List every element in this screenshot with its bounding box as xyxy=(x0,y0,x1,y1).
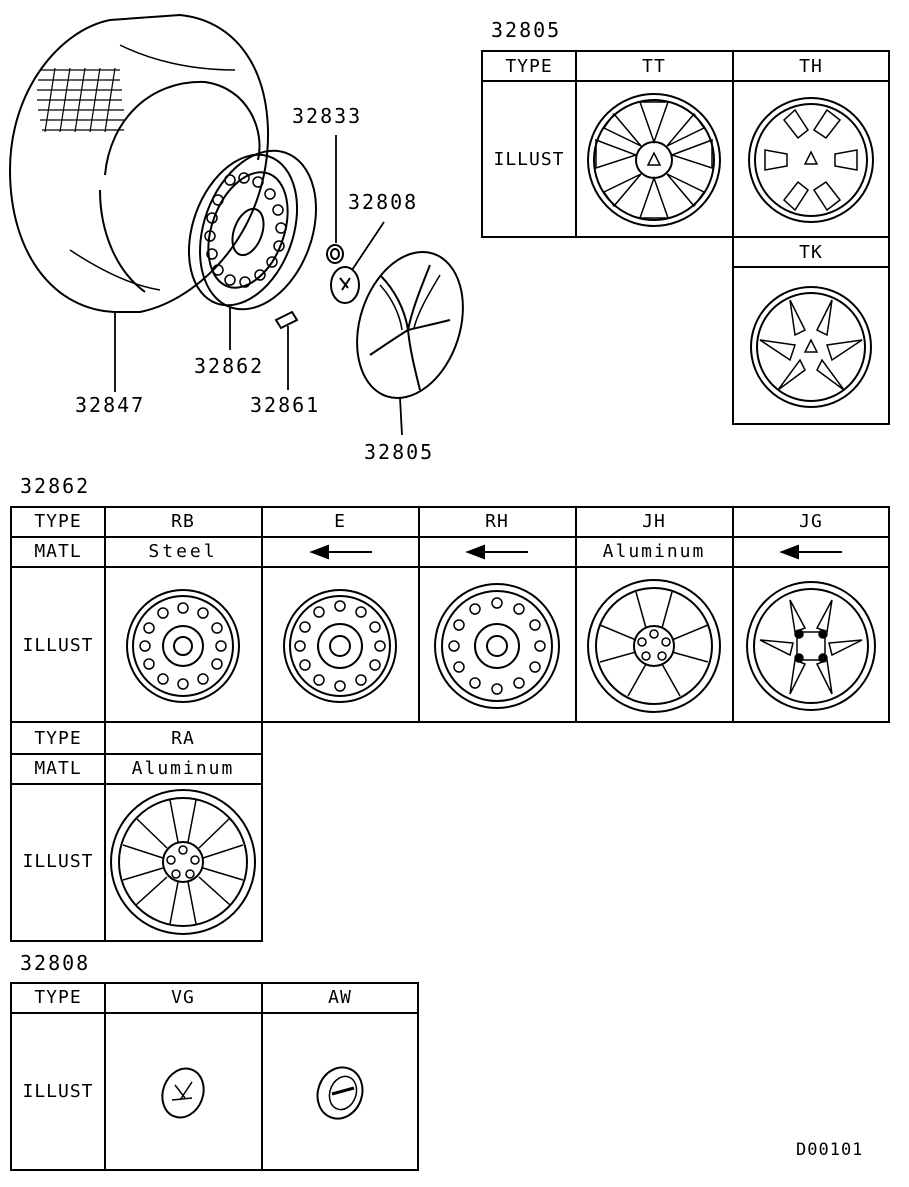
callout-32847: 32847 xyxy=(75,393,146,417)
table-32862-matl-header: MATL xyxy=(34,541,82,562)
table-32862-type-rh: RH xyxy=(485,511,509,532)
wheel-cover-tk xyxy=(750,286,872,408)
table-32805-type-tt: TT xyxy=(642,56,666,77)
table-32862-matl-jh: Aluminum xyxy=(602,541,706,562)
table-32808-type-header: TYPE xyxy=(34,987,82,1008)
table-32862-illust-header-2: ILLUST xyxy=(22,851,94,872)
wheel-jh xyxy=(587,579,721,713)
table-32805-title: 32805 xyxy=(491,18,562,42)
wheel-jg xyxy=(746,581,876,711)
wheel-cover-illustration xyxy=(356,251,464,399)
cap-aw xyxy=(316,1066,364,1120)
table-32808-type-vg: VG xyxy=(171,987,195,1008)
callout-32861: 32861 xyxy=(250,393,321,417)
table-32805-grid xyxy=(481,50,890,425)
table-32805-type-header: TYPE xyxy=(505,56,553,77)
table-32805-type-th: TH xyxy=(799,56,823,77)
table-32805-type-tk: TK xyxy=(799,242,823,263)
table-32862-grid xyxy=(10,506,890,942)
same-as-left-arrows xyxy=(309,544,842,560)
wheel-e xyxy=(283,589,397,703)
callout-32808: 32808 xyxy=(348,190,419,214)
table-32862-illust-header: ILLUST xyxy=(22,635,94,656)
nut-illustration xyxy=(326,244,344,264)
table-32862-type-header-2: TYPE xyxy=(34,728,82,749)
table-32862-matl-rb: Steel xyxy=(148,541,218,562)
cap-vg xyxy=(161,1067,205,1119)
callout-32833: 32833 xyxy=(292,104,363,128)
wheel-cover-th xyxy=(748,97,874,223)
table-32862-type-e: E xyxy=(334,511,346,532)
table-32862-title: 32862 xyxy=(20,474,91,498)
table-32862-type-jg: JG xyxy=(799,511,823,532)
wheel-rb xyxy=(126,589,240,703)
tire-tread xyxy=(37,67,124,133)
table-32862-type-header: TYPE xyxy=(34,511,82,532)
table-32808-illust-header: ILLUST xyxy=(22,1081,94,1102)
wheel-cover-tt xyxy=(587,93,721,227)
table-32808-title: 32808 xyxy=(20,951,91,975)
callout-32805: 32805 xyxy=(364,440,435,464)
table-32862-matl-header-2: MATL xyxy=(34,758,82,779)
valve-weight-illustration xyxy=(274,310,299,330)
wheel-ra xyxy=(110,789,256,935)
callout-32862: 32862 xyxy=(194,354,265,378)
wheel-rh xyxy=(434,583,560,709)
leader-lines xyxy=(114,135,403,436)
table-32862-type-rb: RB xyxy=(171,511,195,532)
tire-illustration xyxy=(8,13,270,313)
figure-code: D00101 xyxy=(796,1140,864,1160)
table-32862-type-jh: JH xyxy=(642,511,666,532)
center-cap-illustration xyxy=(330,266,360,304)
steel-wheel-illustration xyxy=(187,149,317,311)
table-32862-matl-ra: Aluminum xyxy=(131,758,235,779)
wheel-holes xyxy=(204,172,287,288)
table-32808-grid xyxy=(10,982,419,1171)
table-32805-illust-header: ILLUST xyxy=(493,149,565,170)
table-32808-type-aw: AW xyxy=(328,987,352,1008)
table-32862-type-ra: RA xyxy=(171,728,195,749)
